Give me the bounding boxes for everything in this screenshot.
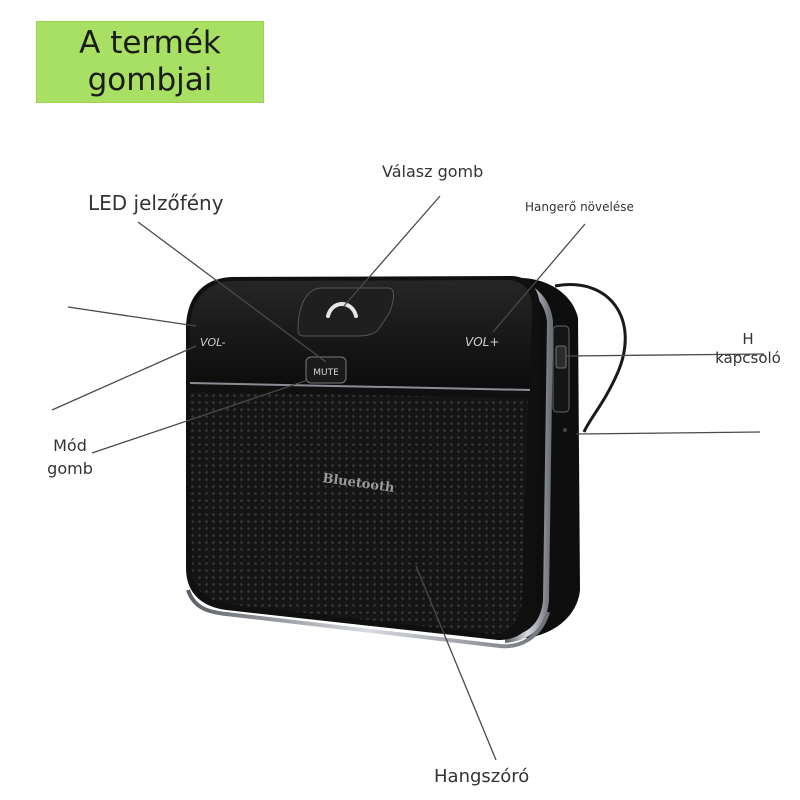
label-mode-line-1: Mód xyxy=(53,436,87,455)
label-answer-button: Válasz gomb xyxy=(382,162,484,181)
answer-button xyxy=(297,287,394,337)
cable xyxy=(554,283,627,433)
leader-volume-down xyxy=(67,306,197,327)
label-mode-line-2: gomb xyxy=(47,459,93,478)
handset-icon xyxy=(326,302,358,318)
panel-divider xyxy=(189,382,531,391)
label-mode-button: Mód gomb xyxy=(34,434,106,480)
vol-minus-label: VOL- xyxy=(200,336,225,349)
leader-volume-down-2 xyxy=(51,345,197,411)
label-switch-line-1: H xyxy=(742,330,754,348)
mute-label: MUTE xyxy=(313,368,339,378)
label-switch-line-2: kapcsoló xyxy=(715,349,781,367)
mute-button xyxy=(305,356,347,384)
title-line-1: A termék xyxy=(79,25,221,61)
label-volume-up: Hangerő növelése xyxy=(525,200,634,214)
leader-lines xyxy=(51,195,765,761)
leader-volume-up xyxy=(492,223,586,333)
leader-switch xyxy=(565,353,765,357)
vol-plus-label: VOL+ xyxy=(465,335,499,349)
power-switch xyxy=(552,325,570,413)
title-line-2: gombjai xyxy=(87,62,213,98)
label-speaker: Hangszóró xyxy=(434,766,530,787)
switch-knob xyxy=(555,345,567,369)
leader-speaker xyxy=(415,565,497,761)
leader-mic xyxy=(575,431,761,435)
leader-led xyxy=(137,221,327,363)
mic-hole xyxy=(563,428,567,432)
bottom-trim xyxy=(186,589,550,649)
title-box: A termék gombjai xyxy=(36,21,264,103)
leader-answer xyxy=(343,195,441,307)
speaker-grille xyxy=(190,392,528,634)
label-switch: H kapcsoló xyxy=(700,330,796,368)
leader-mode xyxy=(91,379,309,454)
label-led: LED jelzőfény xyxy=(88,191,224,215)
